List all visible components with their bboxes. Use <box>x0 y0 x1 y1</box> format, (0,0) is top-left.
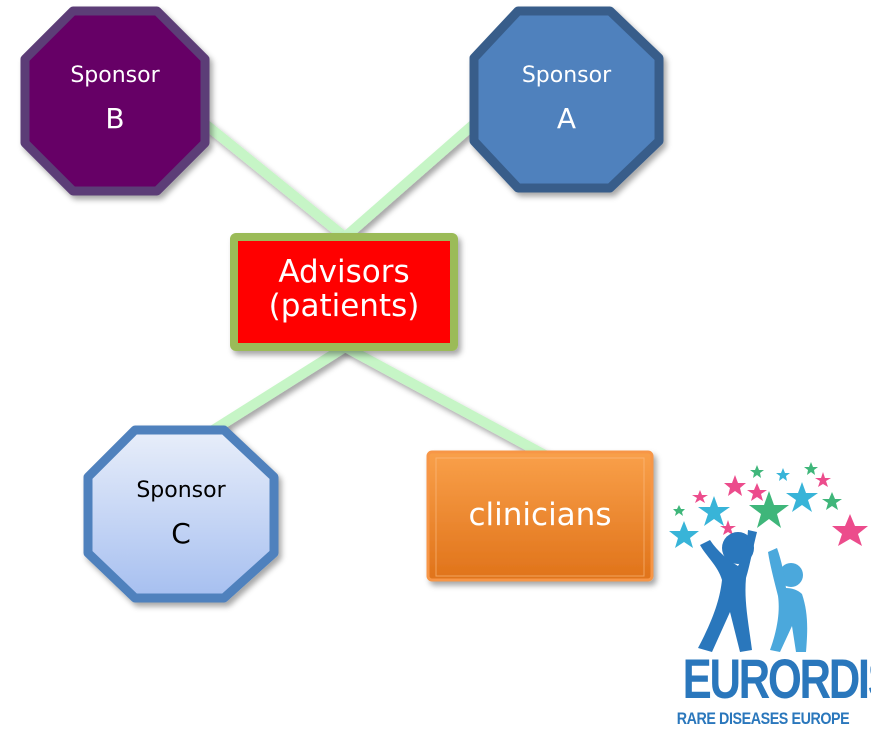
advisors-line1: Advisors <box>278 254 410 290</box>
sponsor-b-node <box>20 6 210 196</box>
eurordis-wordmark: EURORDIS <box>682 647 871 710</box>
eurordis-figures-icon <box>698 530 808 652</box>
sponsor-c-node <box>83 425 279 603</box>
sponsor-b-line2: B <box>105 102 125 135</box>
sponsor-a-line2: A <box>556 102 577 135</box>
clinicians-label: clinicians <box>428 498 652 532</box>
advisors-line2: (patients) <box>268 288 420 324</box>
sponsor-c-line1: Sponsor <box>136 478 226 503</box>
clinicians-inner-highlight <box>435 457 645 577</box>
sponsor-a-line1: Sponsor <box>521 63 612 88</box>
sponsor-c-label: Sponsor C <box>88 478 274 550</box>
advisors-node <box>230 233 458 351</box>
connector-sponsor-a-advisors <box>341 119 479 241</box>
eurordis-logo: EURORDIS RARE DISEASES EUROPE <box>660 647 871 730</box>
sponsor-a-node <box>469 6 664 193</box>
connector-sponsor-b-advisors <box>200 119 349 241</box>
advisors-label: Advisors (patients) <box>234 255 454 323</box>
sponsor-b-label: Sponsor B <box>25 63 205 135</box>
clinicians-text: clinicians <box>468 497 612 533</box>
sponsor-b-line1: Sponsor <box>70 63 160 88</box>
eurordis-tagline: RARE DISEASES EUROPE <box>676 709 850 728</box>
sponsor-a-label: Sponsor A <box>474 63 659 135</box>
sponsor-c-line2: C <box>171 517 191 550</box>
connector-advisors-clinicians <box>342 342 548 460</box>
clinicians-node <box>426 450 654 582</box>
connector-advisors-sponsor-c <box>207 342 348 437</box>
eurordis-stars-icon <box>669 462 868 548</box>
